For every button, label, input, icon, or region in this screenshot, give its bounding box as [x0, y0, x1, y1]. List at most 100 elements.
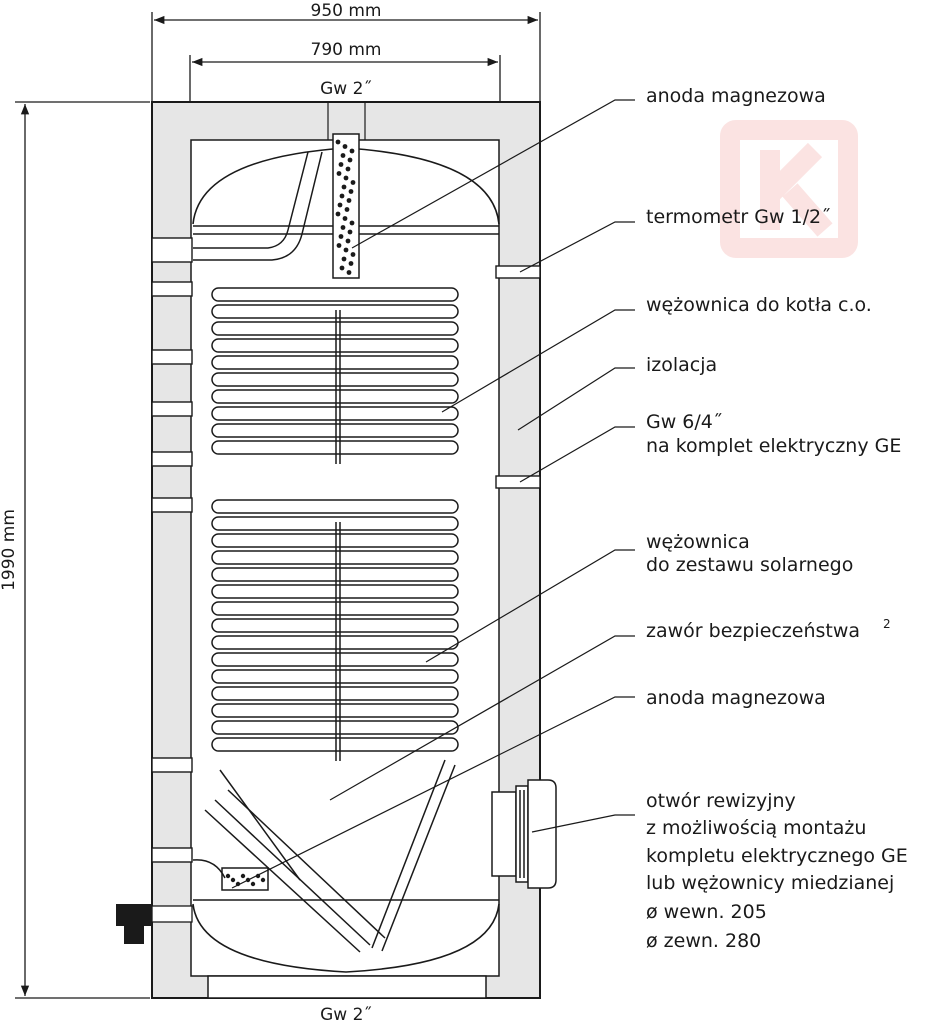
- coil-turn: [211, 686, 459, 701]
- coil-turn: [211, 389, 459, 404]
- anode-grain: [340, 153, 346, 158]
- label-safety-valve-sup: 2: [883, 617, 891, 631]
- label-safety-valve-line: zawór bezpieczeństwa: [646, 620, 860, 642]
- label-boiler-coil-line: wężownica do kotła c.o.: [646, 294, 872, 316]
- top-connection-label: Gw 2˝: [320, 79, 372, 99]
- coil-turn: [211, 635, 459, 650]
- label-inspection-line-5: ø wewn. 205: [646, 901, 767, 923]
- anode-grain: [350, 180, 356, 185]
- anode-grain: [343, 175, 349, 181]
- anode-grain: [342, 144, 348, 149]
- coil-turn: [211, 669, 459, 684]
- anode-grain: [346, 270, 352, 275]
- label-boiler-coil: wężownica do kotła c.o.: [646, 294, 872, 316]
- label-anode-bottom-line: anoda magnezowa: [646, 687, 826, 709]
- label-safety-valve: zawór bezpieczeństwa 2: [646, 617, 891, 642]
- coil-turn: [211, 533, 459, 548]
- label-inspection-opening: otwór rewizyjny z możliwością montażu ko…: [646, 790, 908, 952]
- anode-grain: [344, 207, 350, 212]
- coil-turn: [211, 601, 459, 616]
- anode-grain: [336, 171, 342, 176]
- anode-grain: [230, 877, 236, 883]
- coil-turn: [211, 372, 459, 387]
- coil-turn: [211, 440, 459, 455]
- anode-grain: [348, 189, 354, 194]
- bottom-connection-label: Gw 2˝: [320, 1005, 372, 1024]
- label-thermometer: termometr Gw 1/2˝: [646, 206, 831, 228]
- anode-grain: [341, 256, 347, 262]
- anode-grain: [347, 229, 353, 235]
- label-insulation-line: izolacja: [646, 354, 717, 376]
- anode-grain: [225, 873, 231, 879]
- pipe-connection: [151, 497, 193, 513]
- anode-grain: [340, 225, 346, 230]
- height-label: 1990 mm: [0, 509, 19, 591]
- leader-lines: [150, 99, 635, 913]
- coil-turn: [211, 516, 459, 531]
- anode-grain: [342, 216, 348, 221]
- label-inspection-line-4: lub wężownicy miedzianej: [646, 872, 894, 894]
- bottom-anode: [221, 867, 269, 891]
- coil-turn: [211, 720, 459, 735]
- anode-grain: [347, 157, 353, 163]
- label-inspection-line-1: otwór rewizyjny: [646, 790, 796, 812]
- coil-turn: [211, 499, 459, 514]
- boiler-coil: [211, 287, 459, 464]
- cold-water-pipe: [192, 759, 456, 953]
- pipe-connection: [151, 237, 193, 263]
- label-electric-port: Gw 6/4˝ na komplet elektryczny GE: [646, 411, 901, 457]
- anode-grain: [338, 234, 344, 239]
- anode-grain: [337, 202, 343, 208]
- coil-turn: [211, 737, 459, 752]
- anode-grain: [240, 873, 246, 879]
- label-anode-top-line: anoda magnezowa: [646, 85, 826, 107]
- coil-turn: [211, 423, 459, 438]
- anode-grain: [349, 148, 355, 154]
- pipe-connection: [151, 349, 193, 365]
- anode-grain: [350, 252, 356, 257]
- anode-grain: [345, 166, 351, 172]
- coil-turn: [211, 703, 459, 718]
- top-anode: [332, 133, 360, 279]
- thermometer: [495, 265, 541, 489]
- pipe-connection: [151, 281, 193, 297]
- coil-turn: [211, 550, 459, 565]
- label-anode-bottom: anoda magnezowa: [646, 687, 826, 709]
- label-solar-coil: wężownica do zestawu solarnego: [646, 531, 853, 576]
- coil-turn: [211, 355, 459, 370]
- coil-turn: [211, 618, 459, 633]
- hot-water-pipe: [193, 151, 323, 261]
- inspection-opening: [491, 779, 557, 889]
- outer-width-label: 950 mm: [311, 1, 382, 21]
- anode-grain: [335, 139, 341, 145]
- label-electric-port-line-2: na komplet elektryczny GE: [646, 435, 901, 457]
- label-electric-port-line-1: Gw 6/4˝: [646, 411, 722, 433]
- label-inspection-line-3: kompletu elektrycznego GE: [646, 845, 908, 867]
- anode-grain: [345, 238, 351, 244]
- anode-grain: [336, 243, 342, 248]
- anode-grain: [341, 184, 347, 190]
- solar-coil: [211, 499, 459, 761]
- label-solar-coil-line-1: wężownica: [646, 531, 750, 553]
- coil-turn: [211, 287, 459, 302]
- inner-width-label: 790 mm: [311, 40, 382, 60]
- anode-grain: [250, 881, 256, 887]
- pipe-connection: [151, 757, 193, 773]
- coil-turn: [211, 584, 459, 599]
- coil-turn: [211, 321, 459, 336]
- anode-grain: [339, 265, 345, 271]
- label-anode-top: anoda magnezowa: [646, 85, 826, 107]
- coil-turn: [211, 567, 459, 582]
- coil-turn: [211, 652, 459, 667]
- anode-grain: [339, 193, 345, 199]
- anode-grain: [346, 198, 352, 203]
- anode-grain: [343, 247, 349, 253]
- label-inspection-line-2: z możliwością montażu: [646, 817, 866, 839]
- label-inspection-line-6: ø zewn. 280: [646, 930, 761, 952]
- coil-turn: [211, 304, 459, 319]
- label-thermometer-line: termometr Gw 1/2˝: [646, 206, 831, 228]
- anode-grain: [338, 162, 344, 167]
- coil-turn: [211, 338, 459, 353]
